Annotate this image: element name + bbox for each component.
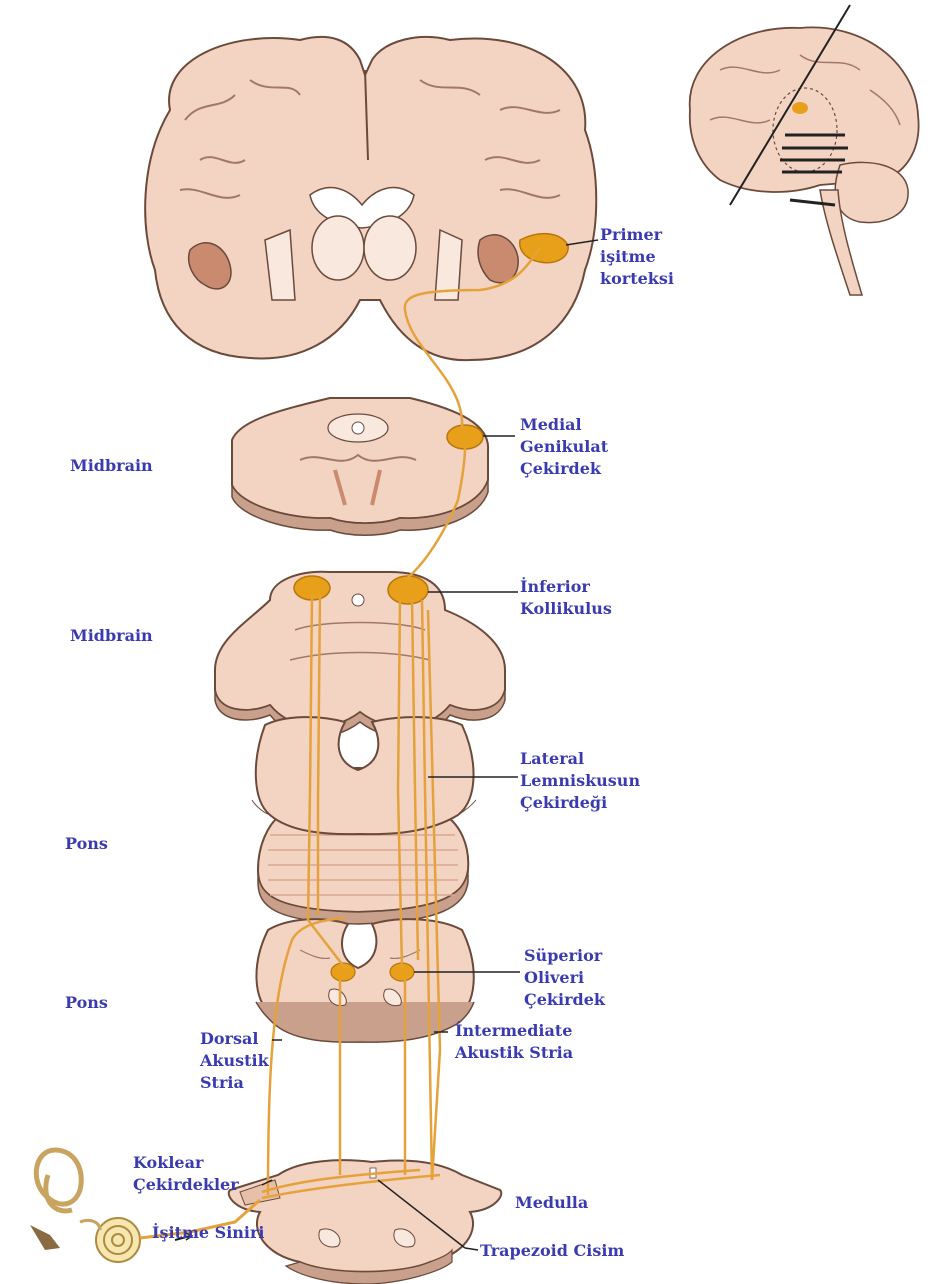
brain-sagittal-inset-icon	[690, 5, 919, 295]
label-midbrain-lower: Midbrain	[70, 625, 153, 647]
cochlea-ear-icon	[30, 1150, 140, 1262]
label-dorsal-acoustic-stria: Dorsal Akustik Stria	[200, 1028, 269, 1094]
label-medulla: Medulla	[515, 1192, 588, 1214]
label-midbrain-upper: Midbrain	[70, 455, 153, 477]
label-medial-geniculate: Medial Genikulat Çekirdek	[520, 414, 608, 480]
pons-lower-section	[252, 717, 476, 834]
label-inferior-colliculus: İnferior Kollikulus	[520, 576, 612, 620]
label-intermediate-acoustic-stria: İntermediate Akustik Stria	[455, 1020, 573, 1064]
label-lateral-lemniscus: Lateral Lemniskusun Çekirdeği	[520, 748, 640, 814]
label-trapezoid-body: Trapezoid Cisim	[480, 1240, 624, 1262]
label-pons-upper: Pons	[65, 833, 108, 855]
midbrain-lower-section	[215, 572, 505, 737]
cerebrum-coronal-section	[145, 37, 596, 360]
label-auditory-nerve: İşitme Siniri	[152, 1222, 265, 1244]
midbrain-upper-section	[232, 398, 488, 535]
label-pons-lower: Pons	[65, 992, 108, 1014]
label-superior-olive: Süperior Oliveri Çekirdek	[524, 945, 605, 1011]
label-primary-auditory-cortex: Primer işitme korteksi	[600, 224, 674, 290]
label-cochlear-nuclei: Koklear Çekirdekler	[133, 1152, 239, 1196]
medulla-section	[229, 1160, 502, 1284]
